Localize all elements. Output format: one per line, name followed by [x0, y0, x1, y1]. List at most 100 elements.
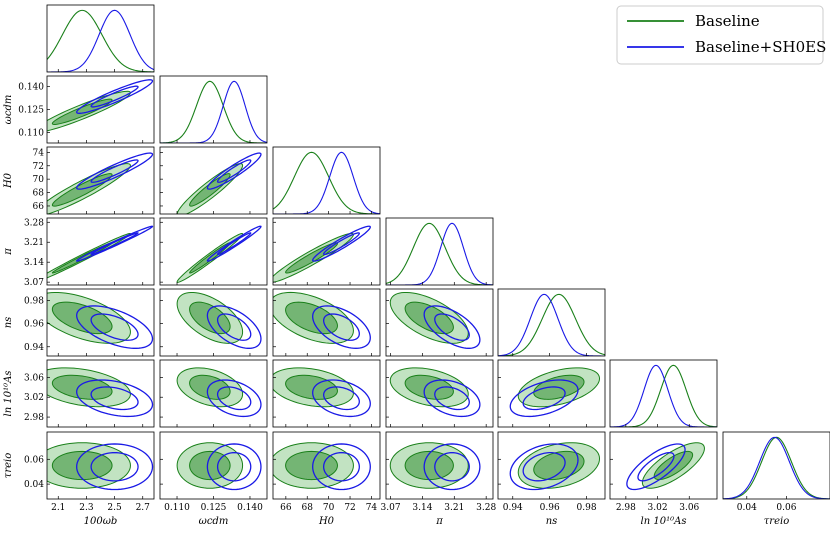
panel-frame [46, 146, 155, 215]
marginal-baseline [610, 364, 717, 427]
contour-baseline-68 [533, 450, 585, 481]
contour-baseline-68 [189, 173, 231, 207]
x-tick-label: 0.125 [201, 503, 227, 513]
contour-sh0es-95 [206, 443, 262, 491]
panel-6-1: 0.110 0.125 0.140 ωcdm [159, 431, 268, 527]
panel-content [273, 442, 371, 491]
y-tick-label: 0.94 [24, 343, 44, 353]
panel-content [47, 367, 154, 418]
y-axis-label: ns [3, 317, 14, 329]
y-tick-label: 3.02 [24, 393, 44, 403]
panel-5-4 [497, 359, 606, 428]
panel-content [176, 225, 262, 283]
y-axis-label: π [3, 248, 14, 256]
panel-4-2 [272, 288, 381, 357]
panel-0-0 [46, 4, 155, 73]
y-tick-label: 3.14 [24, 258, 44, 268]
contour-sh0es-95 [76, 443, 154, 491]
marginal-baseline [273, 151, 380, 214]
x-tick-label: 0.94 [503, 503, 523, 513]
panel-5-5 [609, 359, 718, 428]
contour-sh0es-95 [206, 225, 262, 262]
x-axis-label: π [435, 516, 443, 527]
x-tick-label: 3.07 [381, 503, 401, 513]
contour-sh0es-68 [434, 313, 470, 341]
panel-content [509, 442, 601, 491]
contour-sh0es-95 [312, 379, 371, 418]
panel-frame [46, 431, 155, 500]
contour-sh0es-95 [75, 225, 154, 262]
panel-frame [272, 431, 381, 500]
x-axis-label: ωcdm [199, 516, 229, 527]
x-tick-label: 0.110 [164, 503, 190, 513]
panel-1-1 [159, 75, 268, 144]
panel-content [47, 291, 154, 349]
x-tick-label: 0.96 [540, 503, 560, 513]
panel-frame [272, 359, 381, 428]
panel-frame [385, 288, 494, 357]
contour-sh0es-68 [322, 386, 360, 411]
marginal-sh0es [273, 151, 380, 214]
panel-frame [46, 288, 155, 357]
x-tick-label: 72 [344, 503, 355, 513]
contour-baseline-68 [51, 450, 113, 481]
contour-sh0es-68 [90, 232, 139, 256]
contour-sh0es-68 [322, 232, 360, 256]
x-tick-label: 2.1 [51, 503, 65, 513]
panel-content [498, 293, 605, 356]
contour-sh0es-68 [90, 313, 139, 341]
contour-sh0es-95 [75, 79, 154, 114]
panel-content [47, 79, 154, 132]
panel-content [389, 442, 481, 491]
panel-3-1 [159, 217, 268, 286]
panel-content [273, 225, 371, 283]
panel-content [389, 367, 481, 418]
y-tick-label: 66 [33, 202, 45, 212]
panel-frame [385, 431, 494, 500]
x-tick-label: 0.140 [237, 503, 263, 513]
contour-sh0es-95 [206, 305, 262, 349]
x-tick-label: 0.06 [776, 503, 796, 513]
panel-frame [272, 146, 381, 215]
panel-frame [272, 217, 381, 286]
panel-content [176, 291, 262, 349]
contour-sh0es-68 [216, 386, 252, 411]
contour-baseline-68 [51, 301, 113, 335]
contour-baseline-68 [404, 301, 454, 335]
panel-content [176, 152, 262, 214]
x-tick-label: 0.04 [737, 503, 757, 513]
contour-sh0es-68 [216, 159, 252, 183]
contour-sh0es-68 [522, 386, 566, 411]
panel-content [389, 291, 481, 349]
y-axis-label: ln 10¹⁰As [3, 371, 14, 417]
panel-frame [609, 359, 718, 428]
legend: Baseline Baseline+SH0ES [616, 5, 826, 65]
y-tick-label: 0.140 [18, 83, 44, 93]
marginal-baseline [723, 436, 830, 499]
x-tick-label: 74 [366, 503, 378, 513]
panel-frame [46, 4, 155, 73]
contour-sh0es-68 [90, 159, 139, 183]
contour-sh0es-95 [423, 379, 481, 418]
contour-sh0es-68 [434, 451, 470, 482]
panel-content [509, 367, 601, 418]
legend-label-sh0es: Baseline+SH0ES [695, 38, 826, 56]
x-tick-label: 3.14 [412, 503, 432, 513]
panel-5-1 [159, 359, 268, 428]
marginal-baseline [386, 222, 493, 285]
contour-sh0es-95 [509, 379, 579, 418]
marginal-sh0es [386, 222, 493, 285]
panel-content [386, 222, 493, 285]
contour-sh0es-95 [312, 443, 371, 491]
panel-5-3 [385, 359, 494, 428]
panel-4-4 [497, 288, 606, 357]
panel-content [47, 442, 154, 491]
x-tick-label: 3.06 [679, 503, 699, 513]
panel-2-2 [272, 146, 381, 215]
contour-sh0es-68 [434, 386, 470, 411]
